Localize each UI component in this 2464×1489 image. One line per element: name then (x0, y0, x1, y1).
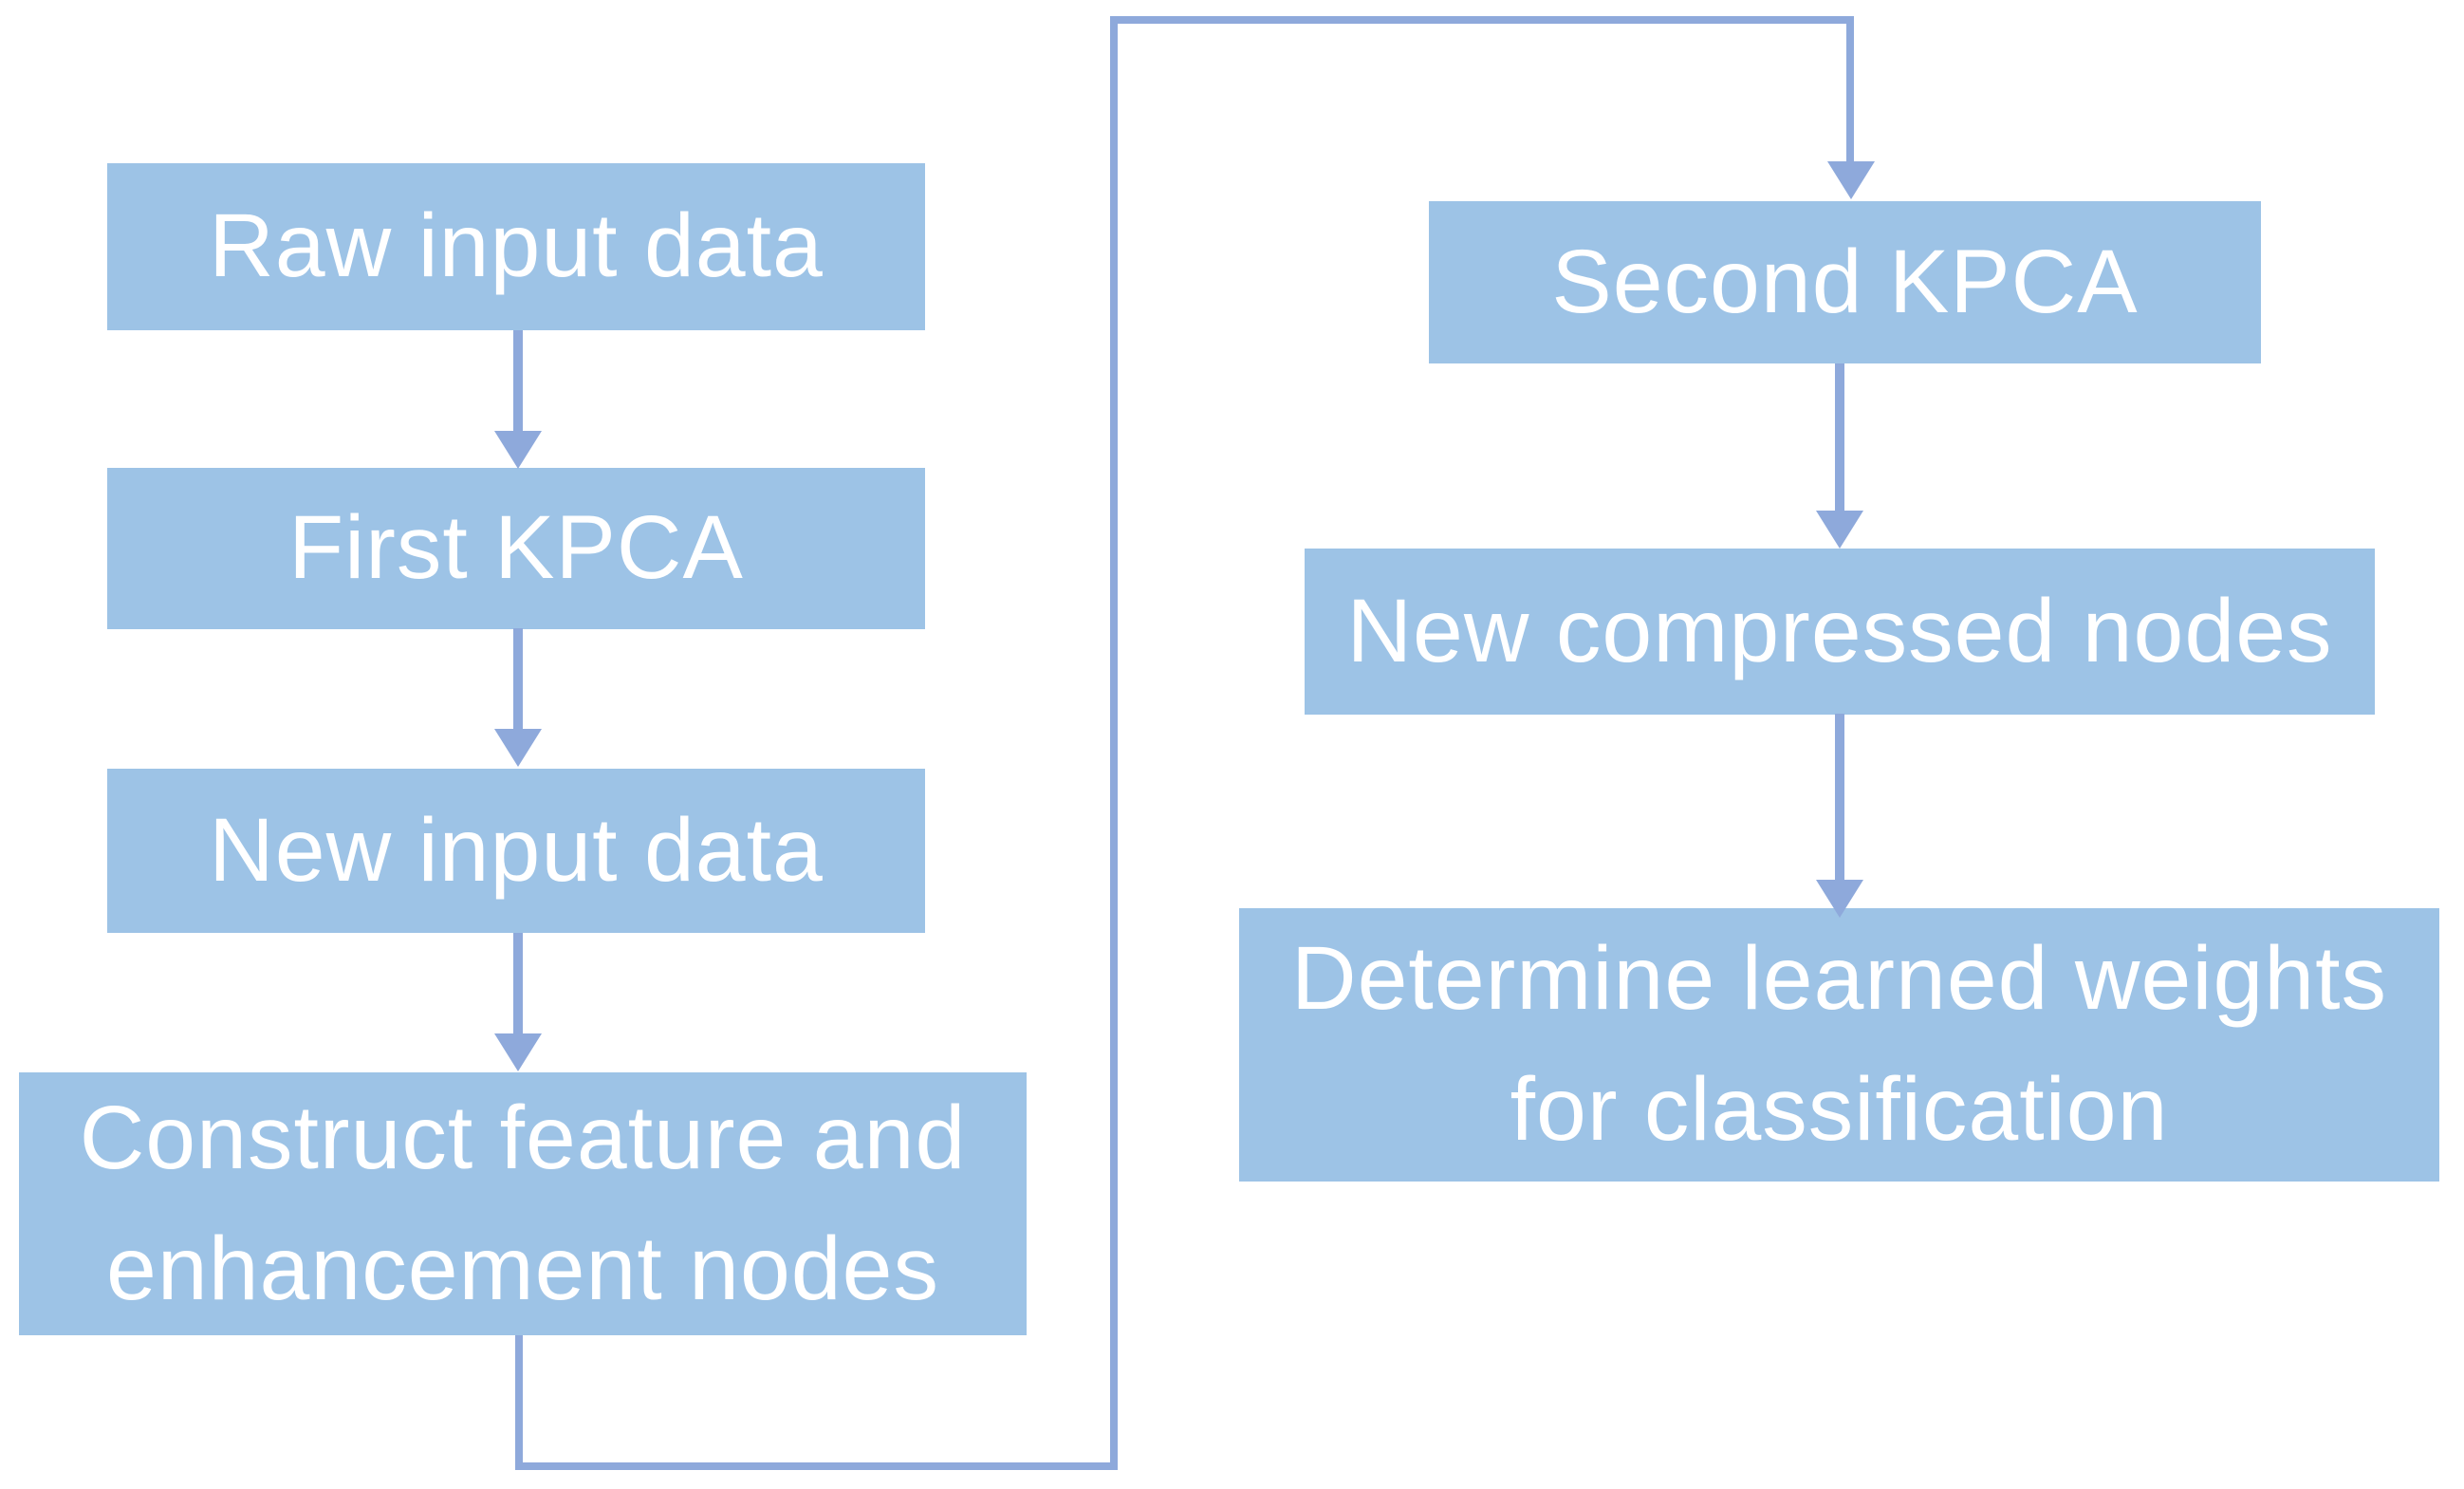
node-determine-learned-weights-label: Determine learned weights for classifica… (1290, 928, 2388, 1160)
connector-segment-right (515, 1462, 1118, 1470)
node-construct-feature-enhancement: Construct feature and enhancement nodes (19, 1072, 1027, 1335)
node-first-kpca: First KPCA (107, 468, 925, 629)
connector-segment-right-top (1110, 16, 1853, 24)
node-second-kpca-label: Second KPCA (1551, 231, 2139, 332)
arrow-stem (513, 933, 523, 1033)
arrowhead-down-icon (494, 1033, 542, 1071)
arrowhead-down-icon (1816, 880, 1863, 918)
arrowhead-down-icon (494, 431, 542, 469)
node-new-compressed-nodes-label: New compressed nodes (1346, 580, 2333, 681)
node-first-kpca-label: First KPCA (288, 497, 744, 599)
connector-segment-up (1110, 16, 1118, 1470)
node-second-kpca: Second KPCA (1429, 201, 2261, 363)
node-determine-learned-weights: Determine learned weights for classifica… (1239, 908, 2439, 1182)
node-new-compressed-nodes: New compressed nodes (1305, 549, 2375, 715)
arrowhead-down-icon (1816, 511, 1863, 549)
node-construct-feature-enhancement-label: Construct feature and enhancement nodes (79, 1087, 967, 1319)
connector-segment-down-entry (1846, 16, 1854, 161)
arrow-stem (1835, 363, 1844, 511)
arrowhead-down-icon (494, 729, 542, 767)
node-new-input-data: New input data (107, 769, 925, 933)
connector-segment-down (515, 1335, 523, 1470)
node-new-input-data-label: New input data (209, 799, 824, 901)
arrow-stem (513, 628, 523, 729)
arrow-stem (513, 330, 523, 431)
node-raw-input-data: Raw input data (107, 163, 925, 330)
arrow-stem (1835, 714, 1844, 880)
node-raw-input-data-label: Raw input data (209, 195, 824, 297)
arrowhead-down-icon (1827, 161, 1875, 199)
